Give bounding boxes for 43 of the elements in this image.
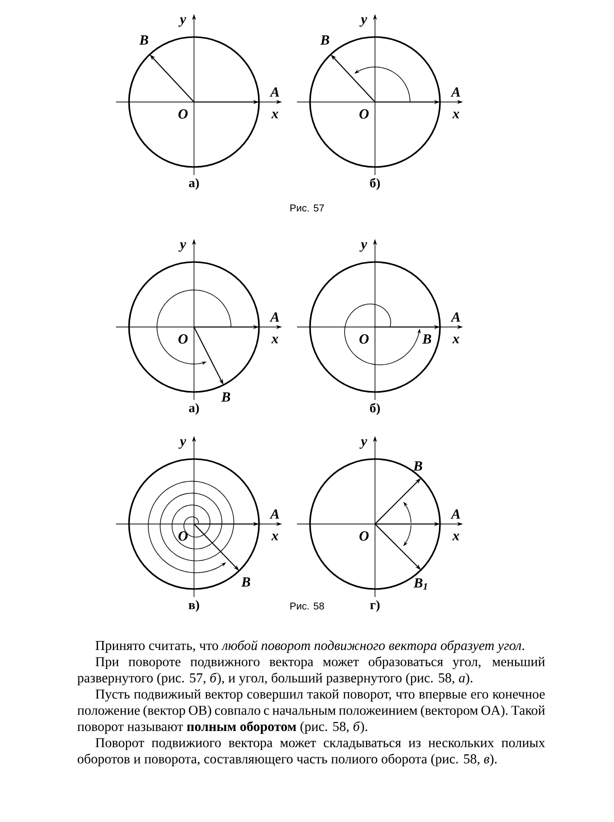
axis-label: y — [178, 439, 186, 449]
subfigure-label: в) — [188, 600, 200, 612]
point-label: A — [270, 509, 280, 519]
axis-label: x — [452, 336, 460, 344]
point-label: O — [178, 109, 188, 119]
point-label: A — [450, 509, 460, 519]
paragraph: Пусть подвижиый вектор совершил такой поворот, что впервые его конечное положение (вектор OB) совпало с начальным положеинием (вектором OA). Такой поворот называют полным оборотом (рис. 58, б). — [77, 689, 545, 734]
point-label: O — [178, 531, 188, 541]
point-label: O — [359, 334, 369, 344]
point-label: B$_{1}$ — [414, 578, 427, 590]
point-label: A — [450, 312, 460, 322]
axis-label: y — [178, 242, 186, 252]
point-label: A — [270, 87, 280, 97]
paragraph: Принято считать, что любой поворот подвижного вектора образует угол. — [96, 640, 524, 653]
axis-label: x — [271, 112, 278, 118]
point-label: B — [422, 334, 432, 344]
subfigure-label: б) — [370, 402, 380, 416]
point-label: O — [359, 109, 369, 119]
axis-label: x — [271, 534, 278, 540]
axis-label: y — [178, 17, 186, 27]
axis-label: x — [452, 534, 460, 540]
point-label: B — [139, 35, 148, 45]
point-label: B — [413, 461, 422, 471]
axis-label: y — [360, 439, 368, 449]
point-label: B — [221, 392, 230, 402]
subfigure-label: а) — [189, 403, 199, 415]
figure-caption: Рис. 58 — [290, 602, 324, 610]
point-label: A — [270, 312, 280, 322]
axis-label: x — [271, 336, 278, 344]
point-label: O — [178, 334, 188, 344]
axis-label: x — [452, 112, 460, 118]
axis-label: y — [360, 17, 368, 27]
subfigure-label: а) — [189, 178, 199, 190]
figure-caption: Рис. 57 — [290, 204, 324, 212]
paragraph: При повороте подвижного вектора может образоваться угол, меньший развернутого (рис. 57, б), и угол, больший развернутого (рис. 58, а). — [77, 656, 545, 686]
axis-label: y — [360, 242, 368, 252]
point-label: B — [320, 35, 330, 45]
paragraph: Поворот подвижиого вектора может складываться из нескольких полиых оборотов и поворота, составляющего часть полиого оборота (рис. 58, в). — [78, 738, 546, 766]
subfigure-label: г) — [370, 600, 380, 612]
point-label: O — [359, 531, 369, 541]
point-label: A — [450, 87, 460, 97]
point-label: B — [241, 577, 250, 587]
subfigure-label: б) — [370, 178, 380, 190]
